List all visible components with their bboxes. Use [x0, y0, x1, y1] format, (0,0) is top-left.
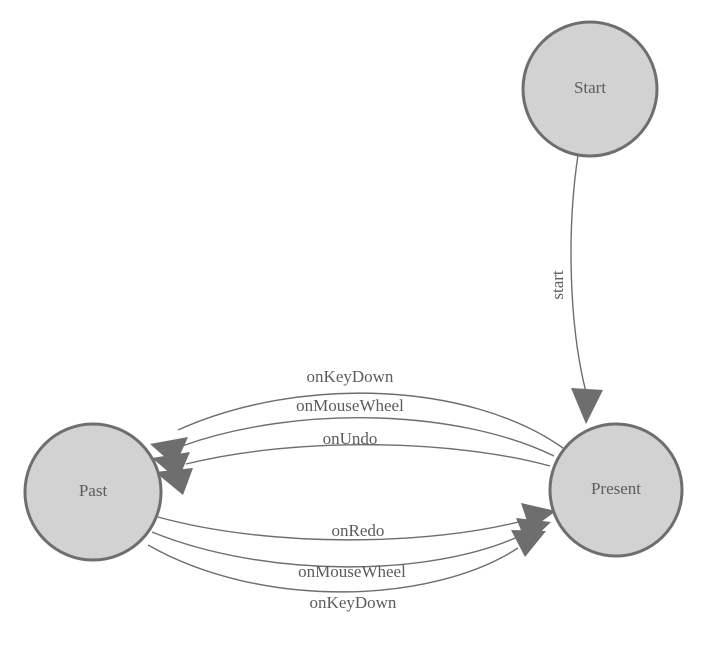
edge-past-to-present-1-path [157, 516, 527, 541]
node-start-circle [521, 20, 659, 158]
edge-label-present-to-past-2: onMouseWheel [296, 396, 404, 415]
arrowhead-present-to-past-1 [150, 437, 188, 466]
arrowhead-start-to-present [571, 388, 603, 424]
node-start-label: Start [574, 78, 606, 97]
edge-present-to-past-2-path [181, 417, 555, 457]
edge-label-past-to-present-3: onKeyDown [310, 593, 397, 612]
node-past-label: Past [79, 481, 108, 500]
node-present[interactable]: Present [548, 422, 684, 558]
edge-group-past-to-present-onkeydown[interactable]: onKeyDown [147, 530, 546, 612]
edge-past-to-present-2-path [151, 531, 523, 568]
edge-group-start-to-present[interactable]: start [548, 154, 603, 424]
edge-past-to-present-3-path [147, 544, 519, 593]
edge-label-past-to-present-1: onRedo [332, 521, 385, 540]
edge-label-start: start [548, 270, 567, 300]
node-past[interactable]: Past [23, 422, 163, 562]
edge-label-present-to-past-1: onKeyDown [307, 367, 394, 386]
node-present-label: Present [591, 479, 641, 498]
edge-group-present-to-past-onundo[interactable]: onUndo [155, 429, 551, 495]
arrowhead-past-to-present-3 [511, 530, 546, 557]
edge-group-present-to-past-onkeydown[interactable]: onKeyDown [150, 367, 564, 466]
edge-start-to-present-path [570, 154, 587, 393]
edge-group-past-to-present-onredo[interactable]: onRedo [157, 503, 556, 541]
node-present-circle [548, 422, 684, 558]
edge-present-to-past-3-path [185, 444, 551, 467]
arrowhead-present-to-past-3 [155, 468, 193, 495]
node-start[interactable]: Start [521, 20, 659, 158]
node-past-circle [23, 422, 163, 562]
edge-label-present-to-past-3: onUndo [323, 429, 378, 448]
edge-label-past-to-present-2: onMouseWheel [298, 562, 406, 581]
edge-present-to-past-1-path [177, 392, 564, 449]
